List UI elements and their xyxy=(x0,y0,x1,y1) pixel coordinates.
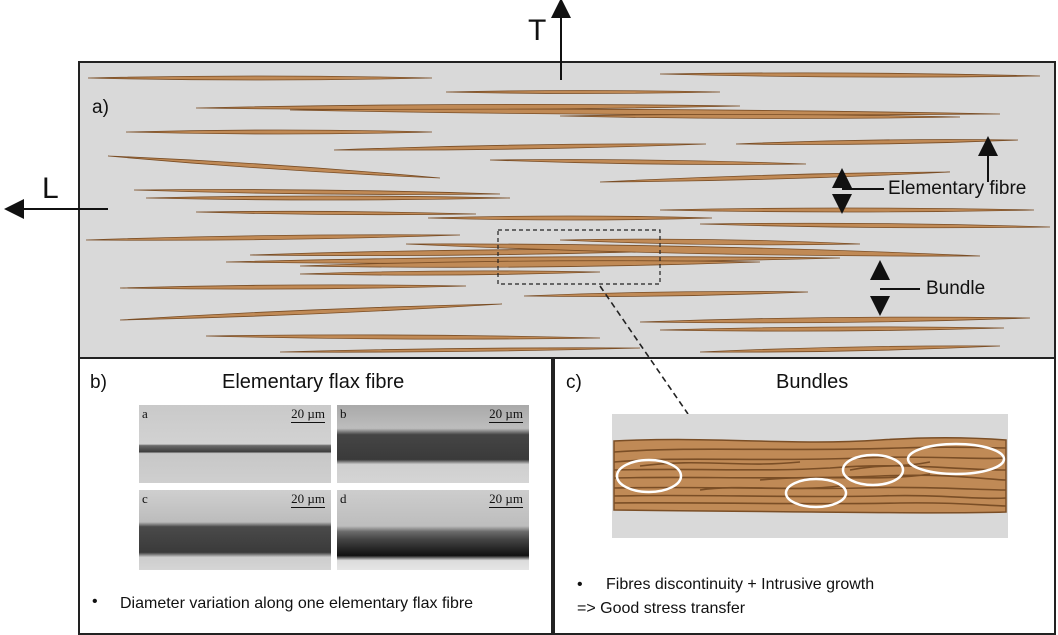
elementary-fibre xyxy=(87,75,433,81)
elementary-fibre xyxy=(119,303,503,321)
bundle-fibre-line xyxy=(613,494,1007,500)
longitudinal-label: L xyxy=(42,172,59,205)
intrusive-growth-ellipse xyxy=(841,453,905,487)
panel-b-bullet: • xyxy=(92,593,98,610)
transverse-label: T xyxy=(528,14,547,47)
bundle-fibre-line xyxy=(613,456,1007,463)
elementary-fibre xyxy=(735,139,1019,145)
elementary-fibre xyxy=(289,108,1001,116)
micrograph-a-scale: 20 µm xyxy=(291,406,325,423)
intrusive-growth-ellipse xyxy=(784,477,848,509)
micrograph-b-letter: b xyxy=(340,406,347,421)
micrograph-b-scale: 20 µm xyxy=(489,406,523,423)
panel-c-label: c) xyxy=(566,372,582,393)
elementary-fibre xyxy=(119,284,467,290)
bundle-fibre-line xyxy=(613,501,1007,507)
micrograph-c: c 20 µm xyxy=(139,490,331,570)
elementary-fibre xyxy=(333,143,707,151)
panel-c-note-line2: => Good stress transfer xyxy=(577,600,746,617)
elementary-fibre xyxy=(559,238,861,246)
elementary-fibre xyxy=(405,243,981,257)
micrograph-b: b 20 µm xyxy=(337,405,529,483)
elementary-fibre xyxy=(133,189,501,195)
elementary-fibre xyxy=(639,316,1031,324)
bundle-fibre-line xyxy=(849,461,931,471)
elementary-fibre xyxy=(559,114,961,119)
elementary-fibre xyxy=(659,326,1005,332)
micrograph-d: d 20 µm xyxy=(337,490,529,570)
elementary-fibre xyxy=(299,270,601,276)
micrograph-c-scale: 20 µm xyxy=(291,491,325,508)
bundle-fibre-line xyxy=(613,446,1007,453)
elementary-fibre xyxy=(699,222,1051,229)
bundle-fibre-line xyxy=(699,485,841,491)
panel-a-label: a) xyxy=(92,97,109,118)
intrusive-growth-ellipse xyxy=(906,442,1006,476)
elementary-fibre xyxy=(489,159,807,165)
elementary-fibre xyxy=(85,234,461,241)
elementary-fibre xyxy=(599,171,951,183)
elementary-fibre xyxy=(299,260,761,268)
elementary-fibre xyxy=(195,210,477,216)
bundle-fibre-line xyxy=(639,461,801,467)
elementary-fibre xyxy=(427,215,713,221)
micrograph-a: a 20 µm xyxy=(139,405,331,483)
elementary-fibre xyxy=(145,195,511,201)
panel-c-bullet: • xyxy=(577,576,583,593)
intrusive-growth-ellipse xyxy=(615,458,683,494)
panel-c-note-line1: Fibres discontinuity + Intrusive growth xyxy=(606,576,875,593)
micrograph-d-scale: 20 µm xyxy=(489,491,523,508)
elementary-fibre-callout xyxy=(832,136,998,214)
elementary-fibre xyxy=(445,90,721,94)
micrograph-d-letter: d xyxy=(340,491,347,506)
panel-c-title: Bundles xyxy=(776,371,849,393)
panel-b-label: b) xyxy=(90,372,107,393)
bundle-fibre-line xyxy=(613,486,1007,491)
zoom-region-box xyxy=(497,229,661,285)
panel-b-title: Elementary flax fibre xyxy=(222,371,405,393)
elementary-fibre xyxy=(659,72,1041,78)
elementary-fibre xyxy=(205,334,601,340)
elementary-fibre-label: Elementary fibre xyxy=(888,178,1027,199)
elementary-fibre xyxy=(699,345,1001,353)
zoom-leader-line xyxy=(599,285,689,415)
panel-b-note: Diameter variation along one elementary … xyxy=(120,595,474,612)
bundle-fibre-line xyxy=(613,474,1007,481)
bundle-label: Bundle xyxy=(926,278,986,299)
bundle-fibre-line xyxy=(613,464,1007,471)
elementary-fibre xyxy=(125,129,433,135)
elementary-fibre xyxy=(279,347,641,353)
micrograph-a-letter: a xyxy=(142,406,148,421)
bundle-callout xyxy=(870,260,920,316)
elementary-fibre xyxy=(523,291,809,297)
elementary-fibre xyxy=(107,155,441,179)
micrograph-c-letter: c xyxy=(142,491,148,506)
